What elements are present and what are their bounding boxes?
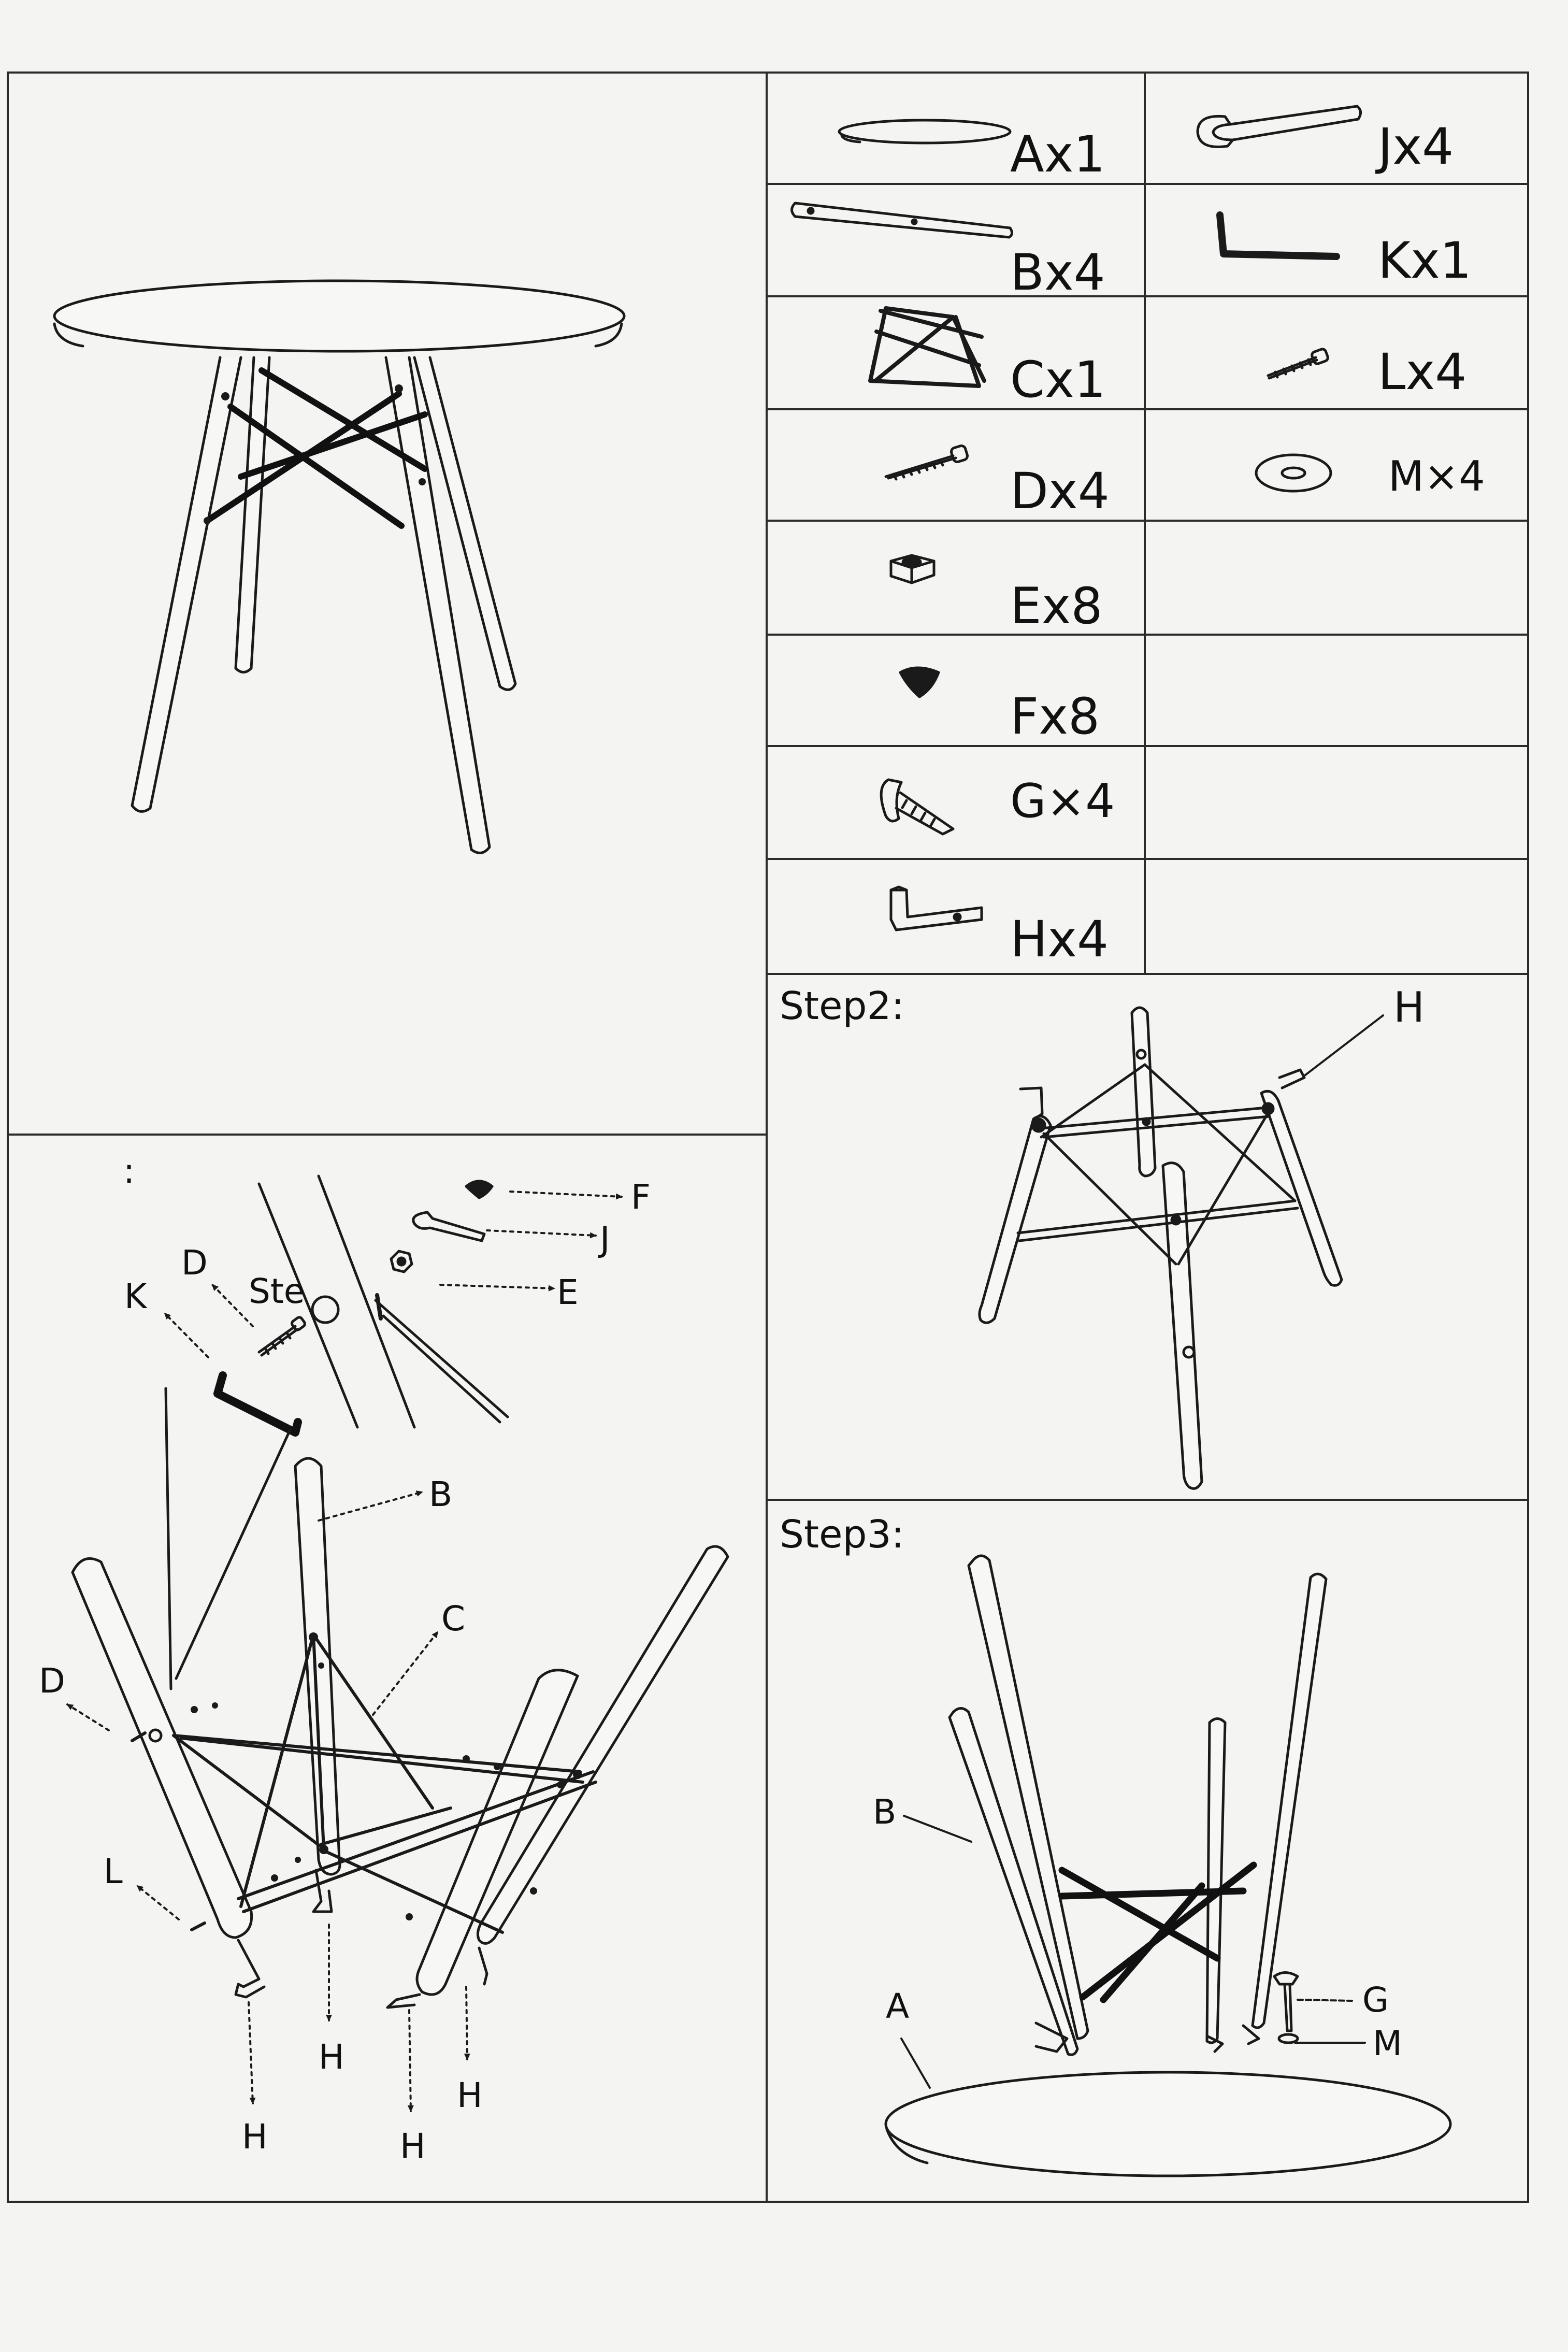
part-label-c: Cx1 xyxy=(1010,351,1106,409)
step1-callout-h-4: H xyxy=(457,2075,483,2115)
part-label-f: Fx8 xyxy=(1010,687,1100,745)
step1-callout-d-top: D xyxy=(181,1243,208,1283)
metal-frame-icon xyxy=(868,306,986,388)
cap-nut-icon xyxy=(899,666,940,698)
step2-illustration xyxy=(978,1006,1384,1490)
short-screw-icon xyxy=(1267,348,1329,380)
wooden-leg-icon xyxy=(790,202,1013,239)
step2-callout-h: H xyxy=(1393,983,1425,1031)
assembled-table-illustration xyxy=(53,279,626,854)
step3-callout-a: A xyxy=(886,1986,910,2026)
step1-callout-b: B xyxy=(429,1474,453,1514)
step1-colon: : xyxy=(123,1151,135,1191)
step1-illustration xyxy=(66,1174,729,2112)
washer-icon xyxy=(1255,453,1332,493)
part-label-l: Lx4 xyxy=(1378,343,1467,401)
round-tabletop-icon xyxy=(838,119,1012,145)
step1-callout-k: K xyxy=(124,1277,147,1316)
step3-callout-g: G xyxy=(1362,1980,1389,2020)
part-label-a: Ax1 xyxy=(1010,125,1105,183)
l-bracket-icon xyxy=(889,885,983,931)
step2-title: Step2: xyxy=(780,984,904,1028)
allen-key-icon xyxy=(1216,211,1340,260)
part-label-m: M×4 xyxy=(1388,452,1485,500)
part-label-g: G×4 xyxy=(1010,774,1115,828)
step3-callout-m: M xyxy=(1373,2024,1402,2063)
part-label-d: Dx4 xyxy=(1010,462,1110,520)
wrench-icon xyxy=(1196,105,1362,148)
step1-callout-h-3: H xyxy=(400,2126,426,2166)
step1-callout-j: J xyxy=(600,1220,610,1259)
step1-title-fragment: Ste xyxy=(249,1271,305,1311)
step1-callout-c: C xyxy=(441,1599,466,1639)
sheet-frame xyxy=(7,71,1529,2203)
step1-callout-h-1: H xyxy=(319,2037,344,2077)
part-label-b: Bx4 xyxy=(1010,243,1105,302)
part-label-h: Hx4 xyxy=(1010,910,1109,968)
step1-callout-h-2: H xyxy=(242,2117,268,2157)
step1-callout-d-left: D xyxy=(39,1661,65,1701)
mushroom-screw-icon xyxy=(880,778,955,836)
step3-callout-b: B xyxy=(873,1792,897,1832)
step1-callout-l: L xyxy=(104,1852,123,1891)
step3-illustration xyxy=(884,1554,1452,2177)
long-screw-icon xyxy=(884,444,969,481)
step1-callout-f: F xyxy=(631,1177,651,1217)
step3-title: Step3: xyxy=(780,1512,904,1557)
hex-nut-icon xyxy=(889,554,936,584)
step1-callout-e: E xyxy=(557,1272,579,1312)
part-label-j: Jx4 xyxy=(1378,118,1454,176)
part-label-e: Ex8 xyxy=(1010,577,1103,635)
part-label-k: Kx1 xyxy=(1378,232,1472,290)
